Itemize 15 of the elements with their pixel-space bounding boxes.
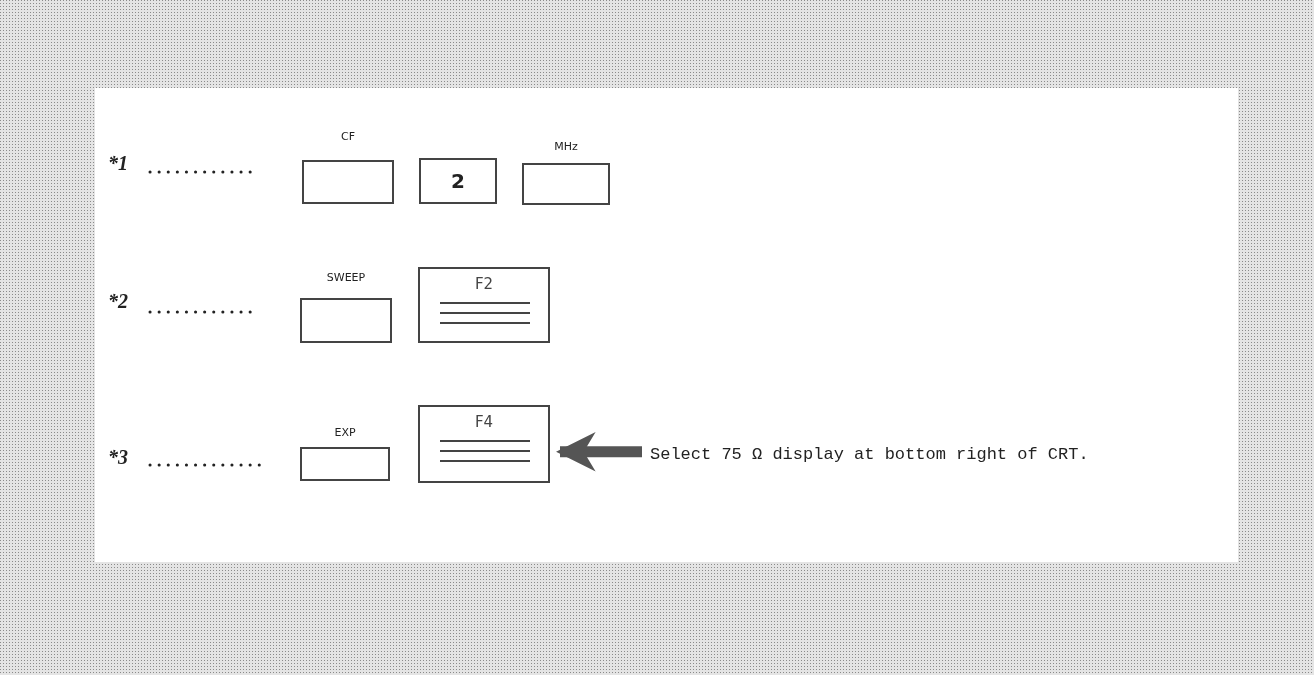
arrow	[556, 432, 642, 472]
menu-display	[418, 405, 550, 483]
dotted-leader-line	[148, 463, 264, 467]
menu-title: F2	[473, 275, 495, 293]
footnote-mark: *1	[108, 152, 138, 182]
key-label: SWEEP	[325, 271, 367, 284]
menu-display	[418, 267, 550, 343]
key-label: CF	[340, 130, 356, 143]
note-text: Select 75 Ω display at bottom right of CRT.	[650, 440, 1110, 502]
key-label: EXP	[333, 426, 357, 439]
footnote-mark: *3	[108, 446, 138, 476]
numeric-key: 2	[419, 158, 497, 204]
menu-title: F4	[473, 413, 495, 431]
footnote-mark: *2	[108, 290, 138, 320]
key-label: MHz	[553, 140, 579, 153]
